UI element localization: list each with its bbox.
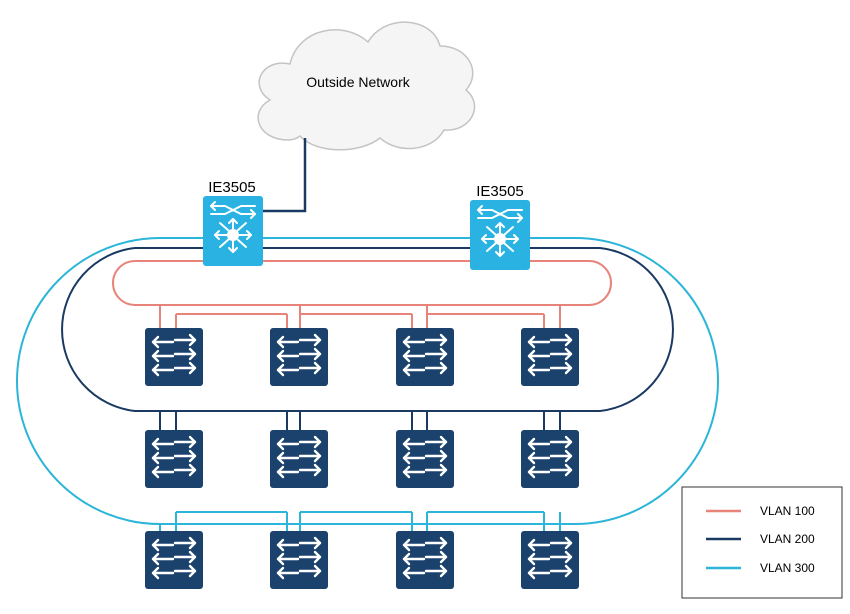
layer3-switch-icon (469, 199, 531, 271)
access-row-vlan-200 (143, 428, 581, 490)
legend-item-vlan-100: VLAN 100 (706, 504, 815, 518)
cloud-icon (257, 21, 476, 151)
layer3-switch-icon (202, 195, 264, 267)
legend: VLAN 100 VLAN 200 VLAN 300 (681, 486, 843, 599)
legend-label: VLAN 300 (760, 561, 815, 575)
layer2-switch-icon (143, 428, 205, 490)
core-switch-1-label: IE3505 (208, 179, 256, 196)
outside-network-cloud: Outside Network (257, 21, 476, 151)
layer2-switch-icon (519, 529, 581, 591)
cloud-label: Outside Network (306, 74, 410, 90)
layer2-switch-icon (268, 529, 330, 591)
legend-item-vlan-300: VLAN 300 (706, 561, 815, 575)
core-switch-2-label: IE3505 (476, 183, 524, 200)
vlan-300-ring (16, 237, 719, 532)
layer2-switch-icon (143, 529, 205, 591)
legend-item-vlan-200: VLAN 200 (706, 532, 815, 546)
core-switch-1: IE3505 (202, 179, 264, 267)
layer2-switch-icon (519, 428, 581, 490)
cloud-uplink (262, 138, 307, 213)
vlan-200-ring (61, 247, 674, 431)
layer2-switch-icon (394, 529, 456, 591)
core-switch-2: IE3505 (469, 183, 531, 271)
layer2-switch-icon (394, 428, 456, 490)
access-row-vlan-300 (143, 529, 581, 591)
legend-label: VLAN 200 (760, 532, 815, 546)
layer2-switch-icon (394, 326, 456, 388)
access-row-vlan-100 (143, 326, 581, 388)
legend-box (681, 486, 843, 599)
layer2-switch-icon (268, 326, 330, 388)
layer2-switch-icon (268, 428, 330, 490)
vlan-100-ring (112, 260, 612, 330)
layer2-switch-icon (143, 326, 205, 388)
legend-label: VLAN 100 (760, 504, 815, 518)
layer2-switch-icon (519, 326, 581, 388)
